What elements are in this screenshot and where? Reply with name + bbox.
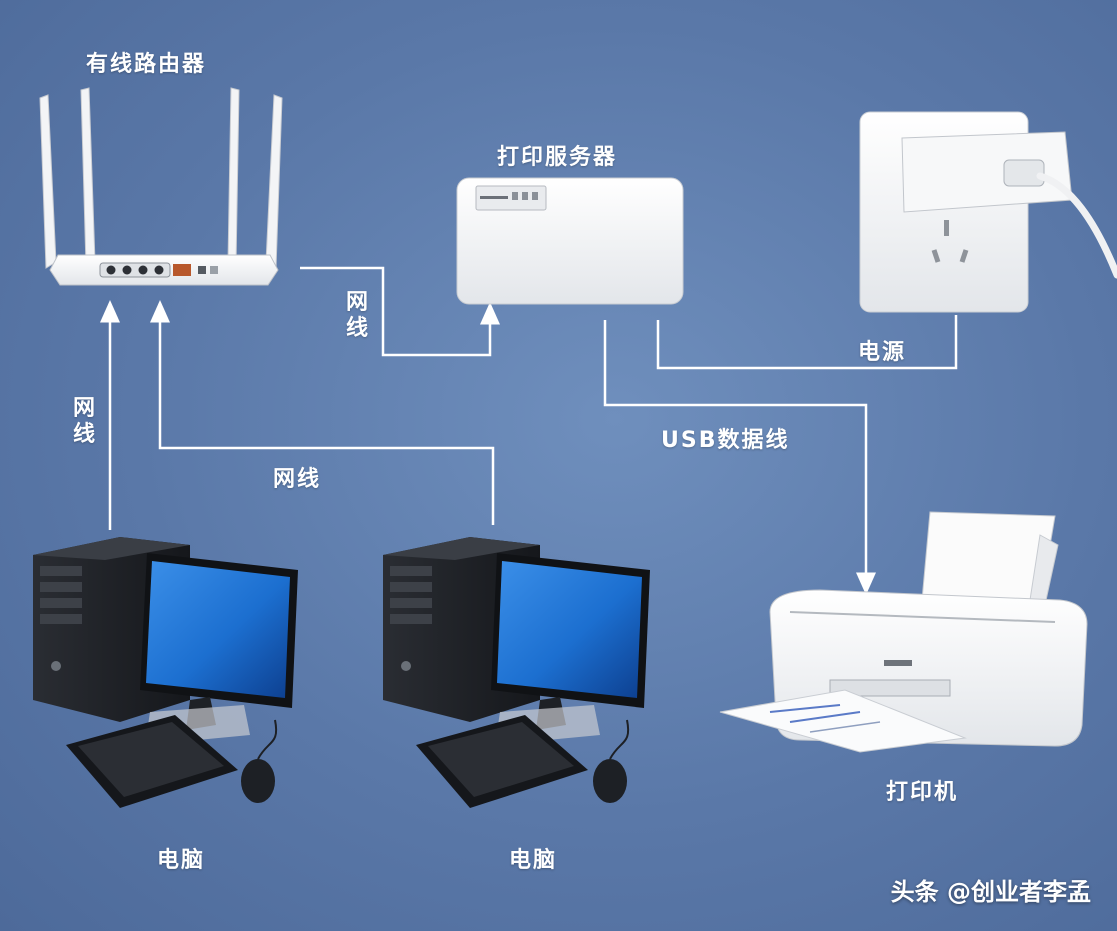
cable-usb-server-to-printer: [603, 320, 876, 595]
computer-right-device: [383, 537, 650, 808]
cable-router-to-server: [300, 266, 500, 357]
router-device: [39, 87, 283, 286]
cable-computer-right-to-router: [150, 300, 495, 525]
cable-router-server-label: 网线: [345, 290, 370, 341]
power-outlet-device: [859, 111, 1117, 313]
computer-right-label: 电脑: [509, 848, 558, 873]
print-server-device: [456, 177, 684, 305]
watermark-text: 头条 @创业者李孟: [890, 878, 1091, 906]
printer-device: [719, 511, 1088, 753]
print-server-label: 打印服务器: [497, 145, 618, 170]
connector-lines: [100, 266, 958, 595]
usb-cable-label: USB数据线: [661, 428, 790, 453]
computer-left-device: [33, 537, 298, 808]
router-antennas: [39, 87, 283, 269]
cable-left-vertical-label: 网线: [72, 396, 97, 447]
cable-computer-right-label: 网线: [273, 467, 322, 492]
computer-left-label: 电脑: [157, 848, 206, 873]
power-label: 电源: [858, 340, 907, 365]
printer-label: 打印机: [886, 780, 959, 805]
cable-server-to-power: [656, 315, 958, 370]
router-label: 有线路由器: [86, 52, 207, 77]
